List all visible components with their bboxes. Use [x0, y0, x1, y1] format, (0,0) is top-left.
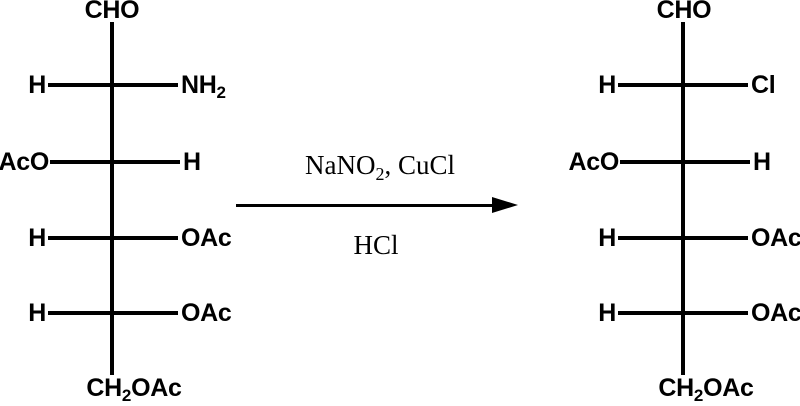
product-bond-2: [620, 160, 750, 164]
reactant-bond-4: [48, 311, 178, 315]
reactant-substituent-1-right: NH2: [181, 71, 226, 101]
product-substituent-3-right: OAc: [751, 224, 800, 252]
product-substituent-3-left: H: [598, 224, 616, 252]
reagents-above-arrow: NaNO2, CuCl: [304, 150, 456, 183]
product-bond-4: [618, 311, 748, 315]
reactant-substituent-2-right: H: [183, 148, 201, 176]
reagents-above-tail: , CuCl: [384, 150, 456, 180]
reaction-arrow-group: NaNO2, CuCl HCl: [236, 150, 518, 260]
reactant-top-group-label: CHO: [84, 0, 140, 24]
reactant-bond-3: [48, 236, 178, 240]
product-bond-3: [618, 236, 748, 240]
reactant-substituent-3-left: H: [28, 224, 46, 252]
product-substituent-1-right: Cl: [751, 71, 776, 99]
reactant-substituent-1-right-sub: 2: [216, 83, 226, 102]
reactant-substituent-1-right-main: NH: [181, 71, 217, 99]
reactant-substituent-4-left: H: [28, 299, 46, 327]
reactant-bottom-group-sub: 2: [121, 386, 132, 405]
reactant-substituent-4-right: OAc: [181, 299, 232, 327]
reactant-substituent-3-right: OAc: [181, 224, 232, 252]
reactant-bond-1: [48, 83, 178, 87]
product-substituent-1-left: H: [598, 71, 616, 99]
reagents-above-main: NaNO: [304, 150, 376, 180]
product-backbone: [681, 22, 685, 375]
product-substituent-4-right: OAc: [751, 299, 800, 327]
product-top-group-label: CHO: [656, 0, 712, 24]
reactant-substituent-2-left: AcO: [0, 148, 49, 176]
reactant-bottom-group-tail: OAc: [131, 374, 182, 402]
reagents-below-arrow: HCl: [353, 230, 399, 260]
reaction-arrow-shaft: [236, 204, 498, 207]
reagents-above-sub: 2: [375, 164, 385, 184]
reactant-substituent-1-left: H: [28, 71, 46, 99]
reactant-bottom-group-label: CH2OAc: [86, 374, 182, 404]
reactant-bottom-group-main: CH: [86, 374, 122, 402]
product-bottom-group-main: CH: [658, 374, 694, 402]
reactant-bond-2: [50, 160, 180, 164]
reactant-structure: CHO H NH2 AcO H H OAc H OAc CH2OAc: [0, 0, 260, 406]
product-substituent-2-left: AcO: [568, 148, 619, 176]
product-bottom-group-tail: OAc: [703, 374, 754, 402]
product-substituent-4-left: H: [598, 299, 616, 327]
product-substituent-2-right: H: [753, 148, 771, 176]
product-bottom-group-label: CH2OAc: [658, 374, 754, 404]
product-bottom-group-sub: 2: [693, 386, 704, 405]
reaction-arrow-head: [492, 197, 518, 213]
product-bond-1: [618, 83, 748, 87]
reactant-backbone: [110, 22, 114, 375]
